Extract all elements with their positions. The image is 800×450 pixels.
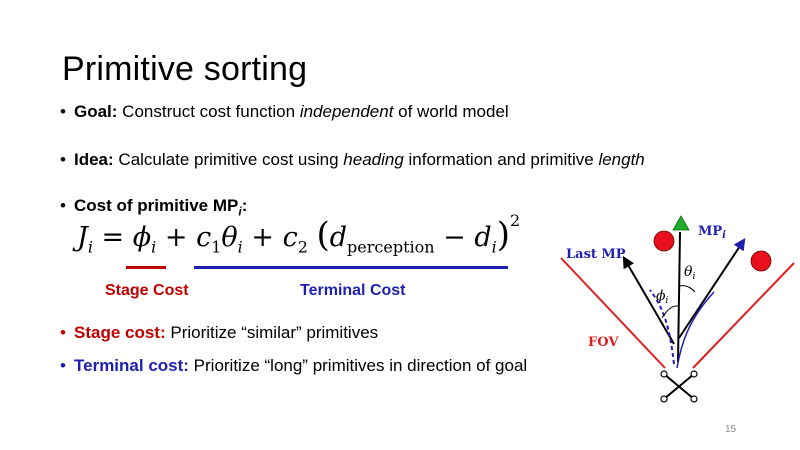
fov-left-line (560, 257, 666, 369)
last-mp-dashed-path (649, 289, 675, 365)
goal-emph: independent (299, 102, 394, 121)
eq-sub-i: i (87, 237, 93, 257)
bullet-dot: • (60, 196, 66, 215)
bullet-goal: • Goal: Construct cost function independe… (60, 101, 509, 123)
bullet-stage: • Stage cost: Prioritize “similar” primit… (60, 322, 378, 344)
idea-text-1: Calculate primitive cost using (113, 150, 344, 169)
eq-lparen: ( (316, 215, 330, 255)
eq-sub-i: i (237, 237, 243, 257)
eq-rparen: ) (496, 215, 511, 255)
cost-equation: Ji = ϕi + c1θi + c2 (dperception − di)2 (77, 211, 520, 257)
eq-minus: − (434, 222, 475, 253)
bullet-idea: • Idea: Calculate primitive cost using he… (60, 149, 645, 171)
robot-rotor-icon (660, 370, 668, 378)
obstacle-circle-right (750, 250, 772, 272)
mp-i-solid-path (676, 291, 715, 369)
phi-angle-arc (661, 305, 679, 319)
eq-sub-2: 2 (297, 237, 308, 257)
theta-angle-arc (678, 285, 696, 293)
eq-plus: + (242, 222, 283, 253)
robot-rotor-icon (660, 395, 668, 403)
cost-sub: i (238, 204, 242, 219)
goal-label: Goal: (74, 102, 118, 121)
stage-cost-label: Stage Cost (105, 282, 189, 299)
eq-theta: θ (221, 222, 238, 253)
bullet-terminal: • Terminal cost: Prioritize “long” primit… (60, 355, 527, 377)
obstacle-circle-left (653, 230, 675, 252)
bullet-dot: • (60, 356, 66, 375)
idea-emph-1: heading (343, 150, 404, 169)
eq-d: d (474, 222, 492, 253)
goal-triangle-icon (672, 215, 690, 231)
bullet-cost: • Cost of primitive MPi: (60, 195, 247, 222)
eq-sub-1: 1 (211, 237, 222, 257)
eq-plus: + (156, 222, 197, 253)
robot-rotor-icon (690, 370, 698, 378)
bullet-dot: • (60, 150, 66, 169)
heading-reference-line (677, 231, 681, 363)
robot-rotor-icon (690, 395, 698, 403)
goal-text-1: Construct cost function (117, 102, 300, 121)
last-mp-label: Last MP (566, 247, 626, 262)
cost-label: Cost of primitive MP (74, 196, 239, 215)
idea-text-2: information and primitive (403, 150, 599, 169)
stage-cost-underline (126, 266, 166, 269)
phi-i-label: ϕi (656, 288, 669, 306)
eq-equals: = (92, 222, 133, 253)
eq-phi: ϕ (132, 222, 152, 253)
theta-i-label: θi (684, 264, 695, 282)
goal-text-2: of world model (393, 102, 509, 121)
page-number: 15 (725, 424, 737, 435)
slide-title: Primitive sorting (62, 50, 308, 88)
eq-sub-i: i (151, 237, 157, 257)
terminal-cost-underline (194, 266, 508, 269)
terminal-text: Prioritize “long” primitives in directio… (188, 356, 528, 375)
fov-label: FOV (588, 335, 619, 350)
stage-label: Stage cost: (74, 323, 166, 342)
terminal-cost-label: Terminal Cost (300, 282, 406, 299)
robot-arm-2 (663, 373, 695, 400)
eq-c: c (282, 222, 298, 253)
bullet-dot: • (60, 323, 66, 342)
idea-emph-2: length (598, 150, 645, 169)
cost-colon: : (241, 196, 248, 215)
bullet-dot: • (60, 102, 66, 121)
eq-sub-i: i (491, 237, 497, 257)
stage-text: Prioritize “similar” primitives (165, 323, 379, 342)
idea-label: Idea: (74, 150, 114, 169)
eq-sub-perception: perception (347, 237, 435, 257)
motion-primitive-diagram: Last MP MPi θi ϕi FOV (560, 215, 795, 403)
last-mp-arrow (622, 255, 675, 345)
mp-i-label: MPi (698, 224, 726, 241)
eq-sup-2: 2 (510, 211, 521, 230)
mp-i-arrow (678, 237, 746, 339)
eq-d: d (329, 222, 348, 253)
eq-J: J (77, 222, 88, 253)
terminal-label: Terminal cost: (74, 356, 189, 375)
fov-right-line (692, 262, 795, 369)
eq-c: c (196, 222, 212, 253)
